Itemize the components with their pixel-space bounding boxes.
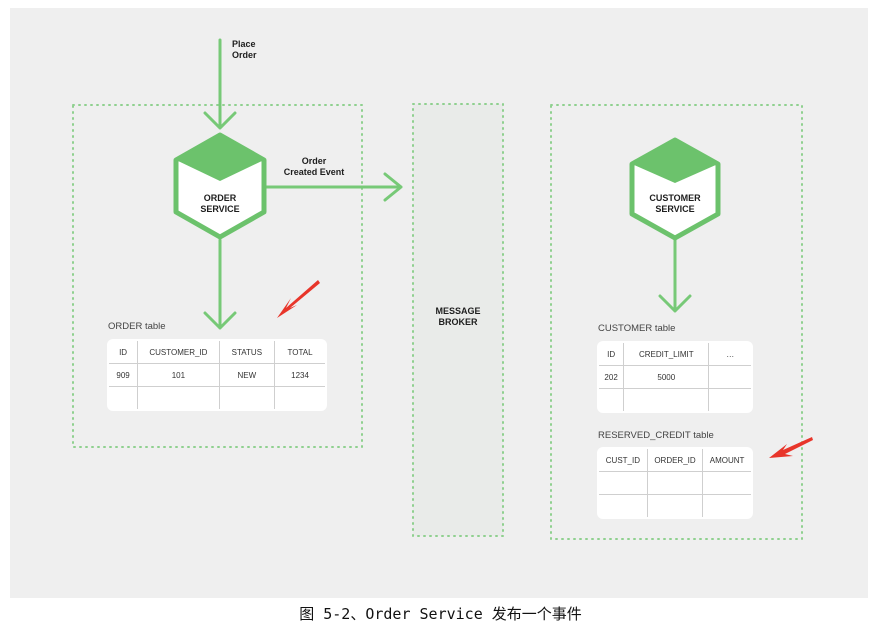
table-cell: 202 bbox=[599, 365, 625, 389]
message-broker-box bbox=[412, 103, 504, 537]
table-cell bbox=[137, 386, 220, 409]
table-cell bbox=[702, 471, 751, 495]
table-cell bbox=[702, 494, 751, 517]
table-header-row: ID CREDIT_LIMIT … bbox=[599, 343, 751, 366]
order-service-to-table-arrow bbox=[203, 238, 237, 330]
customer-service-to-table-arrow bbox=[658, 234, 692, 313]
place-order-label: Place Order bbox=[232, 39, 257, 61]
table-cell bbox=[274, 386, 325, 409]
customer-service-sub: SERVICE bbox=[655, 204, 695, 214]
event-line2: Created Event bbox=[283, 167, 345, 177]
place-order-line1: Place bbox=[232, 39, 256, 49]
header-cell: CREDIT_LIMIT bbox=[623, 343, 710, 366]
order-service-label: ORDER SERVICE bbox=[180, 193, 260, 215]
message-broker-label: MESSAGE BROKER bbox=[413, 306, 503, 328]
table-cell bbox=[708, 365, 751, 389]
header-cell: CUST_ID bbox=[599, 449, 648, 472]
table-cell: NEW bbox=[218, 363, 276, 387]
header-cell: … bbox=[708, 343, 751, 366]
order-table-label: ORDER table bbox=[108, 321, 166, 332]
header-cell: ID bbox=[109, 341, 139, 364]
table-row bbox=[109, 386, 325, 409]
order-created-event-arrow bbox=[261, 172, 403, 202]
customer-table-label: CUSTOMER table bbox=[598, 323, 676, 334]
order-service-name: ORDER bbox=[203, 193, 237, 203]
broker-line2: BROKER bbox=[438, 317, 478, 327]
table-row: 909 101 NEW 1234 bbox=[109, 363, 325, 387]
table-cell bbox=[599, 388, 625, 411]
table-cell: 5000 bbox=[623, 365, 710, 389]
table-cell bbox=[218, 386, 276, 409]
table-cell bbox=[109, 386, 139, 409]
order-table: ID CUSTOMER_ID STATUS TOTAL 909 101 NEW … bbox=[107, 339, 327, 411]
table-cell bbox=[646, 494, 704, 517]
order-created-event-label: Order Created Event bbox=[270, 156, 358, 178]
place-order-line2: Order bbox=[232, 50, 257, 60]
place-order-arrow bbox=[203, 38, 237, 130]
header-cell: ID bbox=[599, 343, 625, 366]
header-cell: CUSTOMER_ID bbox=[137, 341, 220, 364]
table-header-row: ID CUSTOMER_ID STATUS TOTAL bbox=[109, 341, 325, 364]
table-row bbox=[599, 494, 751, 517]
red-arrow-order-table bbox=[277, 280, 320, 318]
customer-service-boundary bbox=[550, 104, 803, 540]
order-service-sub: SERVICE bbox=[200, 204, 240, 214]
order-service-hexagon-top bbox=[176, 135, 264, 181]
table-cell: 1234 bbox=[274, 363, 325, 387]
table-cell: 909 bbox=[109, 363, 139, 387]
table-row bbox=[599, 388, 751, 411]
table-cell bbox=[646, 471, 704, 495]
red-arrow-reserved-table bbox=[769, 437, 813, 458]
table-row: 202 5000 bbox=[599, 365, 751, 389]
table-cell: 101 bbox=[137, 363, 220, 387]
table-cell bbox=[623, 388, 710, 411]
figure-caption: 图 5-2、Order Service 发布一个事件 bbox=[299, 605, 582, 623]
broker-line1: MESSAGE bbox=[435, 306, 481, 316]
header-cell: STATUS bbox=[218, 341, 276, 364]
table-cell bbox=[599, 471, 648, 495]
table-header-row: CUST_ID ORDER_ID AMOUNT bbox=[599, 449, 751, 472]
reserved-credit-table: CUST_ID ORDER_ID AMOUNT bbox=[597, 447, 753, 519]
customer-service-hexagon-top bbox=[632, 140, 718, 183]
reserved-credit-table-label: RESERVED_CREDIT table bbox=[598, 430, 714, 441]
header-cell: TOTAL bbox=[274, 341, 325, 364]
customer-service-label: CUSTOMER SERVICE bbox=[630, 193, 720, 215]
table-row bbox=[599, 471, 751, 495]
customer-service-name: CUSTOMER bbox=[649, 193, 701, 203]
table-cell bbox=[599, 494, 648, 517]
event-line1: Order bbox=[301, 156, 327, 166]
customer-table: ID CREDIT_LIMIT … 202 5000 bbox=[597, 341, 753, 413]
header-cell: AMOUNT bbox=[702, 449, 751, 472]
header-cell: ORDER_ID bbox=[646, 449, 704, 472]
order-service-boundary bbox=[72, 104, 363, 448]
table-cell bbox=[708, 388, 751, 411]
